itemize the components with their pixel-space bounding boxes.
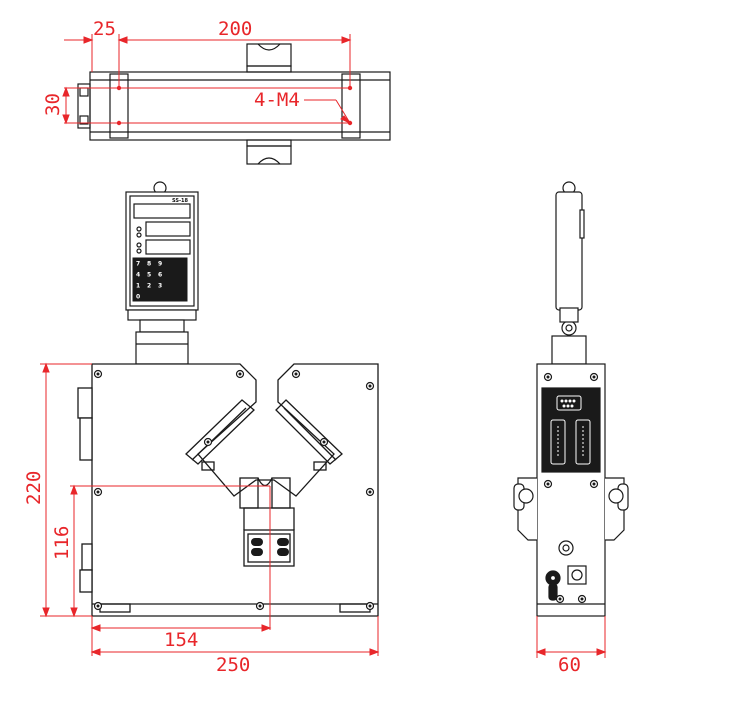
keypad-key bbox=[165, 290, 177, 302]
screw-center bbox=[368, 604, 372, 608]
keypad-key bbox=[176, 279, 188, 291]
screw-center bbox=[546, 482, 550, 486]
center-clamp bbox=[243, 529, 295, 567]
screw-center bbox=[96, 604, 100, 608]
keypad-key bbox=[143, 268, 155, 280]
keypad-key bbox=[154, 268, 166, 280]
dim-width: 250 bbox=[216, 654, 250, 676]
keypad-key bbox=[143, 279, 155, 291]
lcd-window-2 bbox=[145, 221, 191, 237]
keypad-key-label: 8 bbox=[147, 261, 151, 268]
top-roller-upper bbox=[246, 43, 292, 67]
lcd-window-1 bbox=[133, 203, 191, 219]
keypad-key bbox=[165, 268, 177, 280]
screw-center bbox=[96, 372, 100, 376]
keypad-key bbox=[143, 257, 155, 269]
front-view-dimensions bbox=[40, 362, 380, 656]
dim-height: 220 bbox=[23, 471, 45, 505]
top-view bbox=[77, 43, 391, 165]
keypad-key bbox=[165, 257, 177, 269]
keypad-key-label: 9 bbox=[158, 261, 162, 268]
keypad-key bbox=[154, 290, 166, 302]
keypad-key bbox=[143, 290, 155, 302]
screw-center bbox=[96, 490, 100, 494]
display-mount bbox=[127, 309, 197, 365]
keypad-key-label: 4 bbox=[136, 272, 140, 279]
dim-left-offset: 25 bbox=[93, 18, 116, 40]
keypad-key bbox=[132, 268, 144, 280]
screw-center bbox=[546, 375, 550, 379]
db15-connector-icon bbox=[550, 419, 591, 465]
screw-center bbox=[558, 597, 562, 601]
dim-hole-spacing: 200 bbox=[218, 18, 252, 40]
lcd-window-3 bbox=[145, 239, 191, 255]
keypad-key-label: 6 bbox=[158, 272, 162, 279]
keypad-key-label: 3 bbox=[158, 283, 162, 290]
keypad-key bbox=[132, 279, 144, 291]
keypad-key-label: 2 bbox=[147, 283, 151, 290]
bnc-connector-icon bbox=[545, 570, 561, 601]
keypad-key bbox=[176, 268, 188, 280]
keypad-key bbox=[154, 257, 166, 269]
display-label: SS-18 bbox=[172, 198, 189, 204]
mounting-hole-icon bbox=[116, 85, 353, 126]
screw-center bbox=[206, 440, 210, 444]
db9-connector-icon bbox=[556, 395, 582, 411]
screw-center bbox=[592, 482, 596, 486]
screw-center bbox=[580, 597, 584, 601]
keypad-key-label: 5 bbox=[147, 272, 151, 279]
screw-center bbox=[368, 490, 372, 494]
keypad-key bbox=[132, 257, 144, 269]
screw-center bbox=[258, 604, 262, 608]
screw-center bbox=[592, 375, 596, 379]
roller-wheel-icon bbox=[513, 483, 629, 511]
top-view-body bbox=[89, 71, 391, 141]
keypad-key bbox=[154, 279, 166, 291]
hole-callout: 4-M4 bbox=[254, 89, 300, 111]
clamp-screws bbox=[251, 538, 289, 556]
front-view-body bbox=[77, 363, 379, 617]
keypad-key bbox=[176, 290, 188, 302]
keypad-key-label: 1 bbox=[136, 283, 140, 290]
screw-center bbox=[238, 372, 242, 376]
screw-center bbox=[294, 372, 298, 376]
keypad-key bbox=[165, 279, 177, 291]
screw-head-icon bbox=[93, 369, 375, 611]
keypad-key bbox=[176, 257, 188, 269]
keypad-key-label: 7 bbox=[136, 261, 140, 268]
dim-center-height: 116 bbox=[51, 526, 73, 560]
keypad-key bbox=[132, 290, 144, 302]
dim-depth: 60 bbox=[558, 654, 581, 676]
screw-center bbox=[322, 440, 326, 444]
side-display-housing bbox=[555, 191, 583, 311]
dim-center-width: 154 bbox=[164, 629, 198, 651]
dim-hole-rows: 30 bbox=[42, 93, 64, 116]
keypad-key-label: 0 bbox=[136, 294, 140, 301]
top-view-dimensions bbox=[62, 34, 352, 125]
side-view-dimensions bbox=[535, 616, 607, 658]
top-roller-lower bbox=[246, 139, 292, 147]
round-connector-icon bbox=[558, 540, 587, 585]
screw-center bbox=[368, 384, 372, 388]
side-screw-icons bbox=[543, 372, 599, 604]
